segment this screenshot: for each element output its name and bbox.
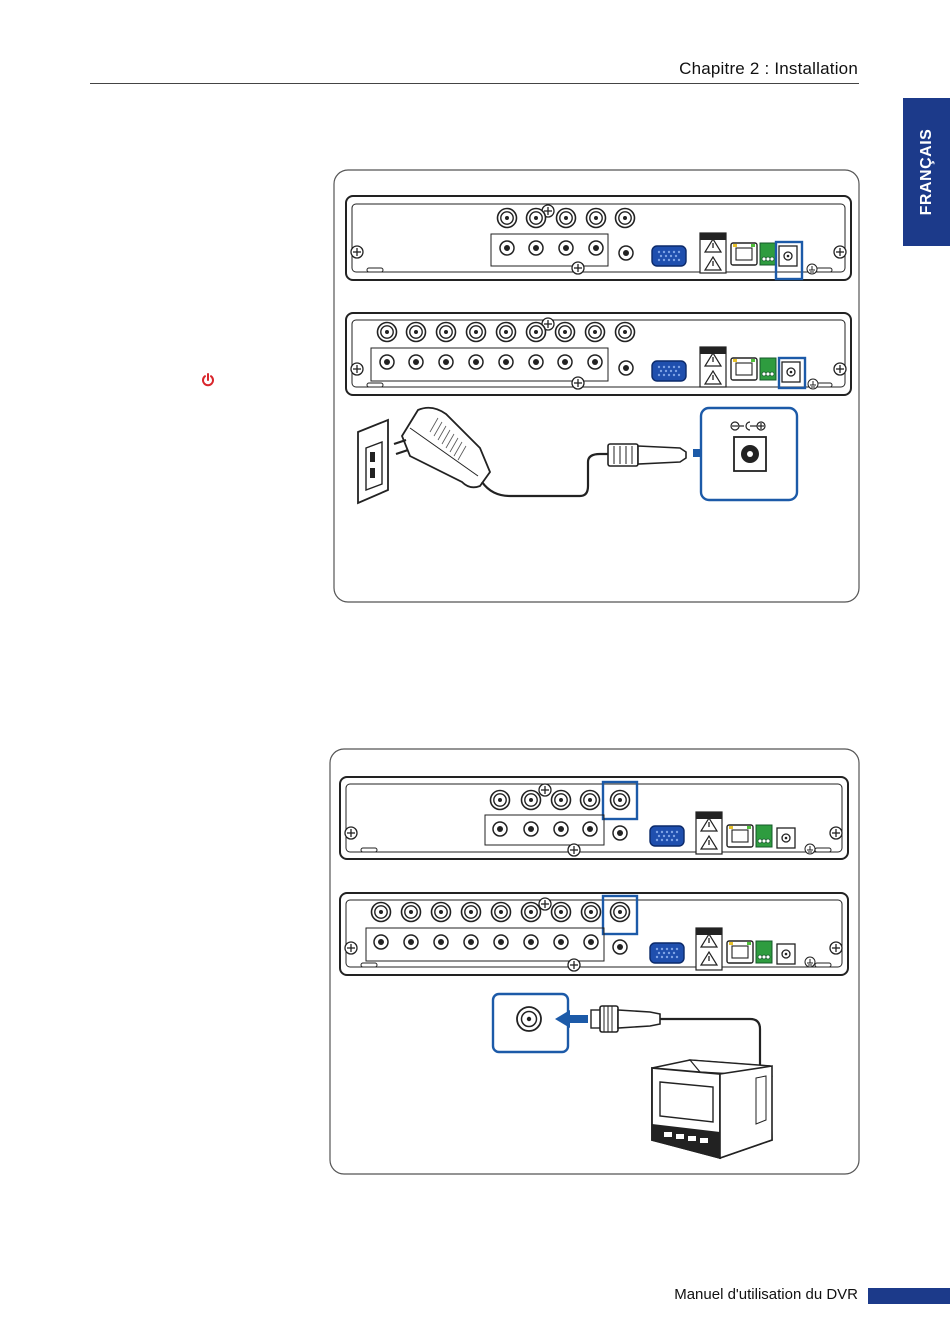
screw-icon (830, 827, 842, 839)
alarm-terminal-icon (756, 941, 772, 963)
vga-port-icon (650, 943, 684, 963)
dvr-4ch-rear-panel-video (340, 777, 848, 859)
footer-manual-title: Manuel d'utilisation du DVR (674, 1286, 858, 1303)
screw-icon (351, 246, 363, 258)
screw-icon (568, 844, 580, 856)
dc-polarity-symbol (731, 422, 765, 430)
dc-power-port-icon (779, 246, 797, 266)
ethernet-port-icon (731, 243, 757, 265)
screw-icon (572, 377, 584, 389)
dc-power-port-icon (777, 828, 795, 848)
wall-outlet-illustration (358, 420, 388, 503)
ethernet-port-icon (727, 941, 753, 963)
screw-icon (834, 246, 846, 258)
vga-port-icon (652, 246, 686, 266)
alarm-terminal-icon (760, 243, 776, 265)
dc-power-port-icon (782, 362, 800, 382)
dc-port-zoom (701, 408, 797, 500)
alarm-terminal-icon (756, 825, 772, 847)
bnc-port-zoom (493, 994, 568, 1052)
ground-icon (807, 264, 817, 274)
dvr-8ch-rear-panel-video (340, 893, 848, 975)
dvr-8ch-rear-panel (346, 313, 851, 395)
dc-power-port-icon (777, 944, 795, 964)
screw-icon (834, 363, 846, 375)
dvr-4ch-rear-panel (346, 196, 851, 280)
screw-icon (572, 262, 584, 274)
screw-icon (830, 942, 842, 954)
vga-port-icon (652, 361, 686, 381)
footer-accent-bar (868, 1288, 950, 1304)
ethernet-port-icon (731, 358, 757, 380)
screw-icon (539, 784, 551, 796)
crt-monitor-illustration (652, 1060, 772, 1158)
screw-icon (568, 959, 580, 971)
alarm-terminal-icon (760, 358, 776, 380)
ground-icon (808, 379, 818, 389)
ground-icon (805, 957, 815, 967)
screw-icon (345, 942, 357, 954)
vga-port-icon (650, 826, 684, 846)
screw-icon (539, 898, 551, 910)
screw-icon (345, 827, 357, 839)
ground-icon (805, 844, 815, 854)
screw-icon (351, 363, 363, 375)
ethernet-port-icon (727, 825, 753, 847)
